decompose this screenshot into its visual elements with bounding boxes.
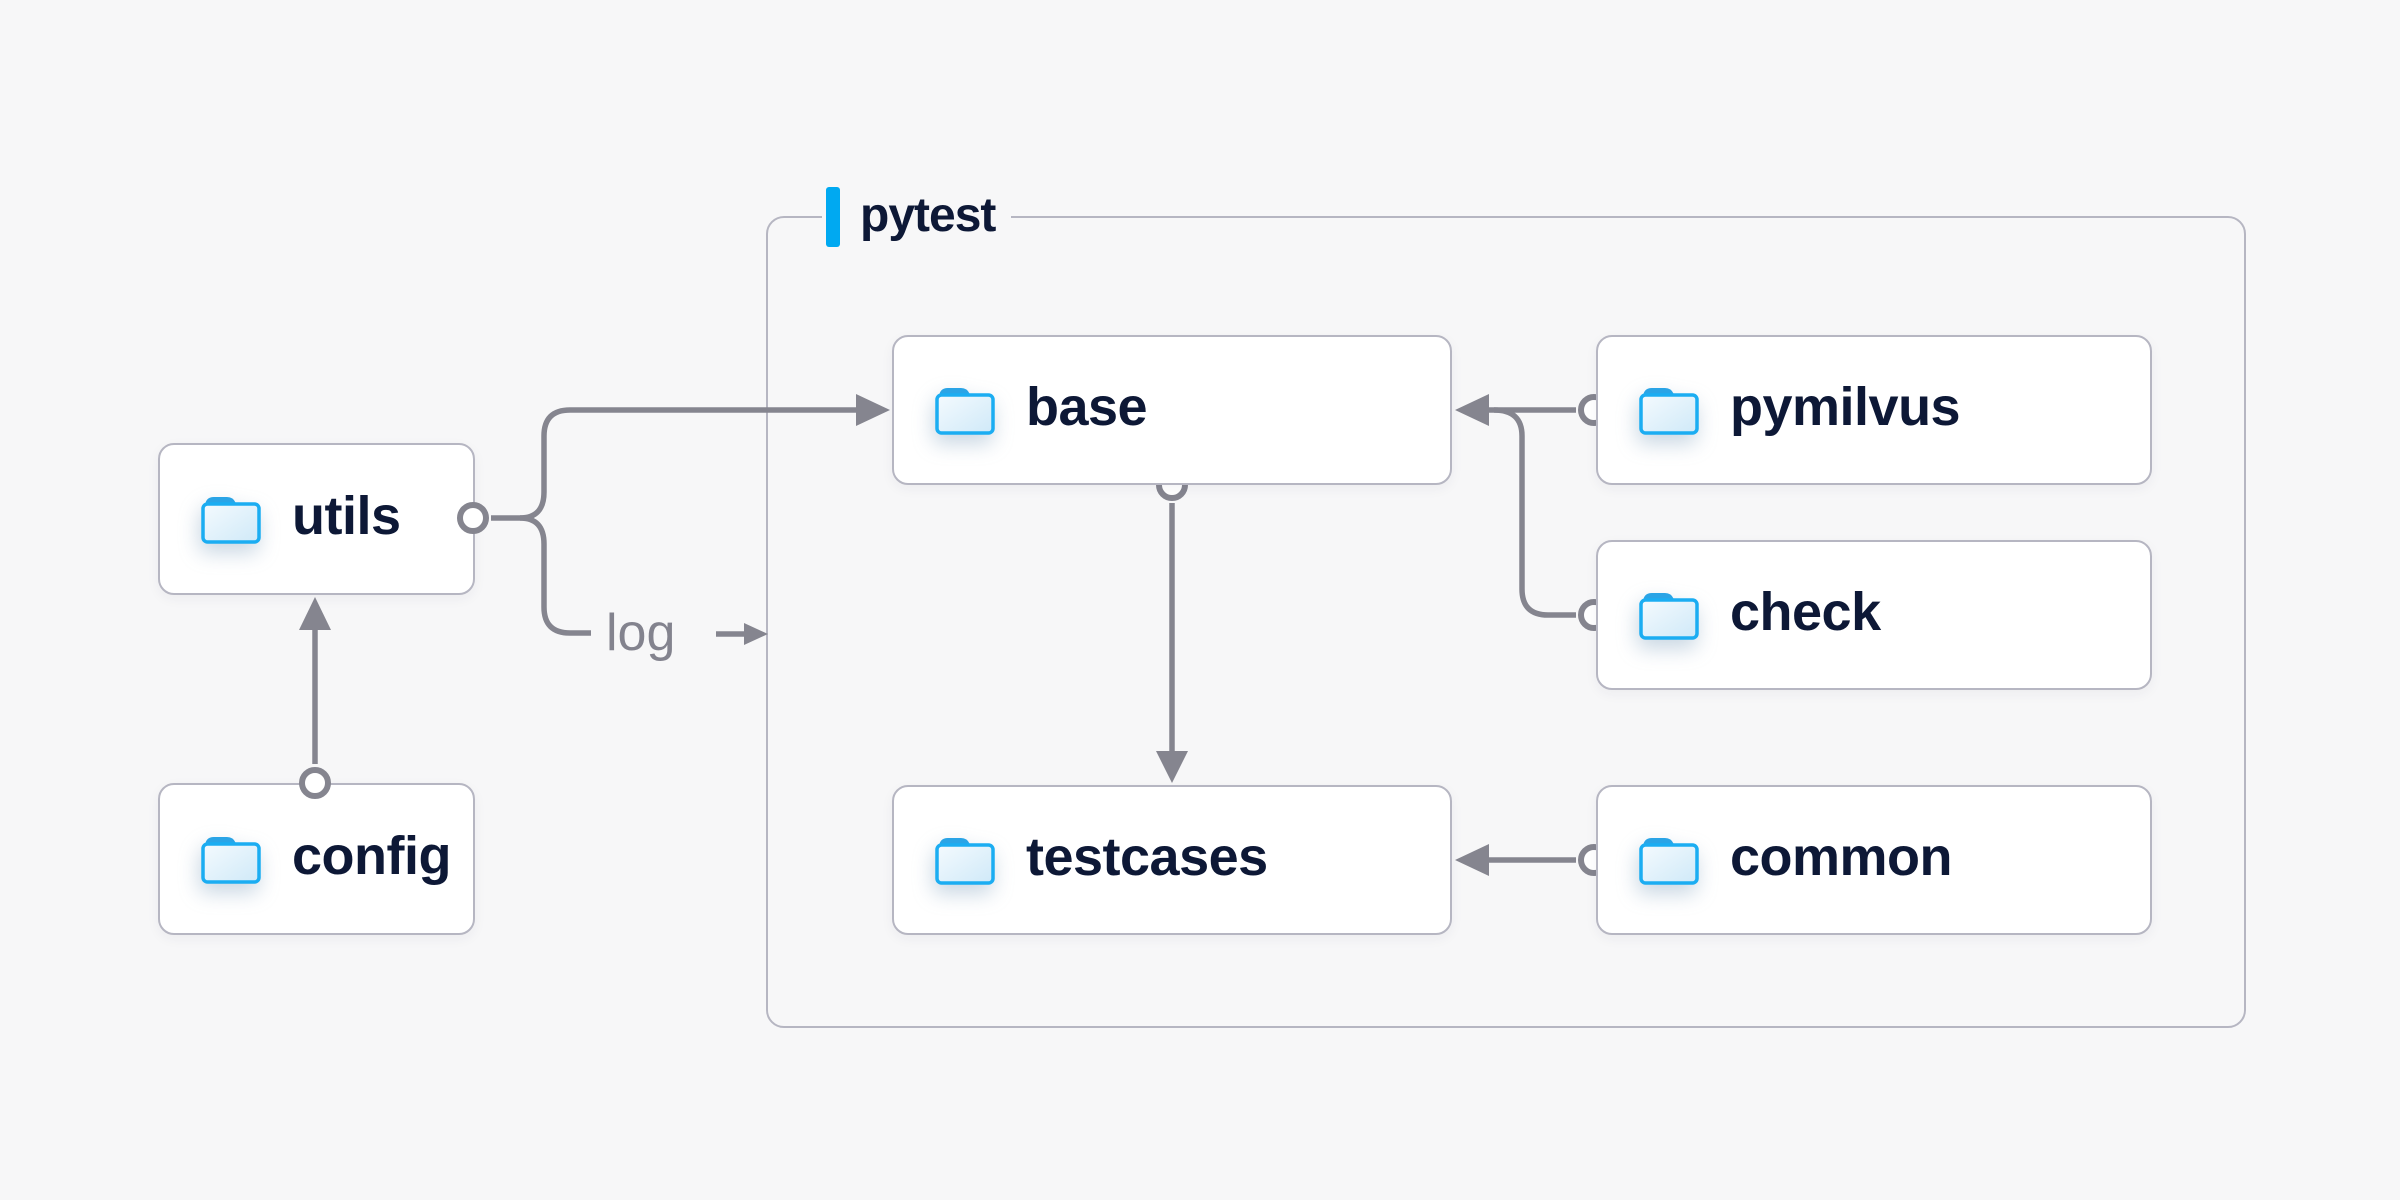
folder-icon — [1639, 838, 1699, 885]
node-common: common — [1596, 785, 2152, 935]
log-edge-label: log — [606, 604, 676, 662]
node-label: base — [1026, 377, 1148, 437]
node-label: config — [292, 826, 451, 886]
pytest-group-container — [766, 216, 2246, 1028]
pytest-group-label: pytest — [822, 186, 1012, 248]
node-base: base — [892, 335, 1452, 485]
folder-icon — [935, 838, 995, 885]
edge-config-to-utils — [299, 597, 331, 764]
pytest-group-title: pytest — [860, 188, 996, 242]
folder-icon — [1639, 593, 1699, 640]
node-label: utils — [292, 486, 401, 546]
node-config: config — [158, 783, 475, 935]
node-check: check — [1596, 540, 2152, 690]
node-testcases: testcases — [892, 785, 1452, 935]
node-utils: utils — [158, 443, 475, 595]
node-label: common — [1730, 827, 1953, 887]
folder-icon — [201, 497, 261, 544]
node-label: testcases — [1026, 827, 1268, 887]
folder-icon — [935, 388, 995, 435]
log-arrow-icon — [716, 623, 768, 645]
node-pymilvus: pymilvus — [1596, 335, 2152, 485]
folder-icon — [1639, 388, 1699, 435]
edge-utils-to-log — [519, 515, 591, 636]
node-label: check — [1730, 582, 1881, 642]
blue-accent-bar — [826, 187, 840, 247]
folder-icon — [201, 837, 261, 884]
node-label: pymilvus — [1730, 377, 1961, 437]
